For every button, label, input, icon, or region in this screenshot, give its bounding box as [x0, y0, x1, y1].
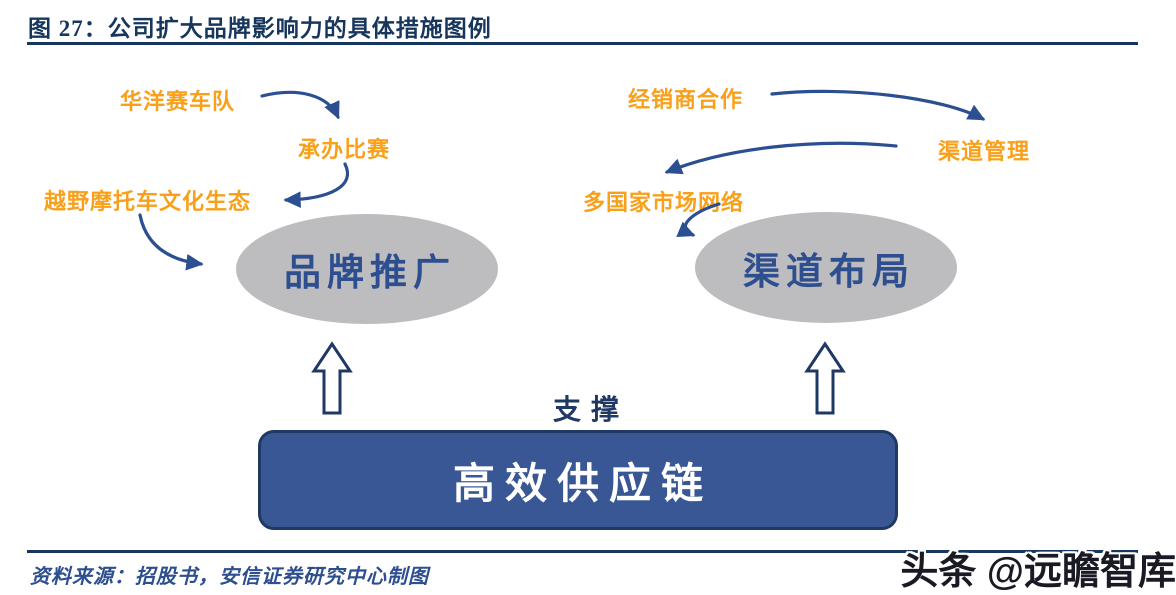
supply-chain-box: 高效供应链: [258, 430, 898, 530]
brand-promotion-label: 品牌推广: [284, 253, 456, 294]
hollow-up-arrow-left: [311, 341, 353, 415]
footer-divider: [27, 550, 1138, 553]
supply-chain-label: 高效供应链: [452, 461, 713, 508]
support-label: 支撑: [553, 395, 630, 426]
watermark: 头条 @远瞻智库: [900, 551, 1176, 593]
arrow-mgmt-to-network: [664, 141, 898, 175]
host-competition-label: 承办比赛: [298, 137, 391, 162]
culture-ecosystem-label: 越野摩托车文化生态: [44, 189, 252, 214]
channel-layout-ellipse: 渠道布局: [695, 212, 957, 323]
arrow-racing-to-host: [260, 90, 340, 120]
market-network-label: 多国家市场网络: [583, 190, 745, 215]
hollow-up-arrow-right: [804, 341, 846, 415]
arrow-dealer-to-mgmt: [770, 89, 986, 121]
channel-management-label: 渠道管理: [938, 139, 1031, 164]
arrow-culture-to-brand: [138, 213, 204, 271]
dealer-cooperation-label: 经销商合作: [628, 87, 744, 112]
racing-team-label: 华洋赛车队: [120, 89, 236, 114]
brand-promotion-ellipse: 品牌推广: [236, 214, 498, 324]
arrow-host-to-culture: [283, 162, 349, 208]
source-note: 资料来源：招股书，安信证券研究中心制图: [30, 566, 429, 588]
title-divider: [27, 42, 1138, 45]
channel-layout-label: 渠道布局: [743, 251, 915, 293]
figure-title: 图 27：公司扩大品牌影响力的具体措施图例: [28, 16, 492, 41]
